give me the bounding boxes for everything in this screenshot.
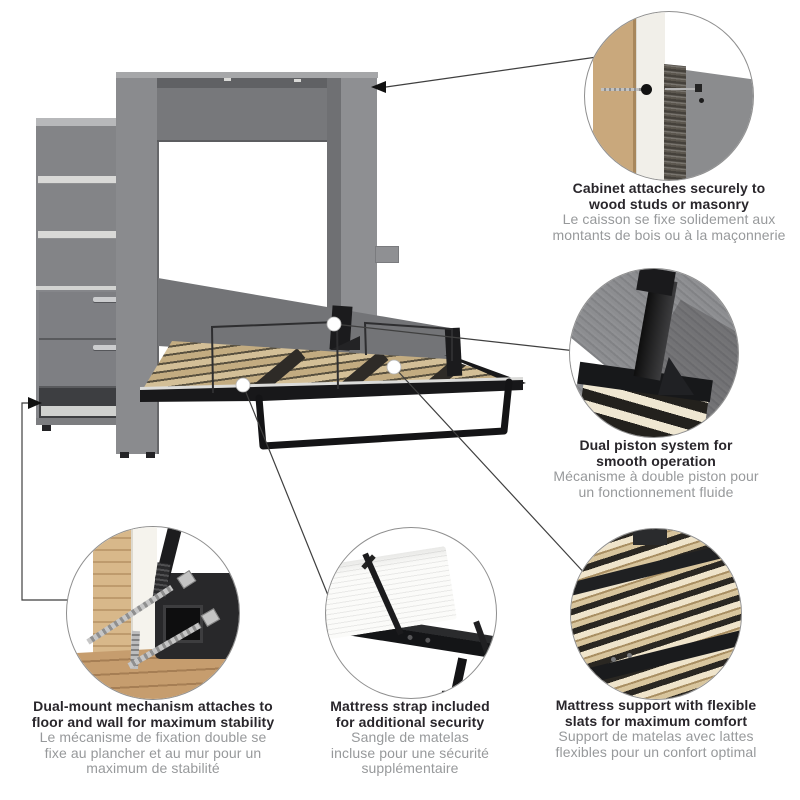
bed-leg-bar bbox=[255, 378, 513, 450]
caption-dual-mount: Dual-mount mechanism attaches to floor a… bbox=[12, 698, 294, 777]
callout-circle-slat-support bbox=[570, 528, 742, 700]
strap-bracket bbox=[375, 246, 399, 263]
callout-circle-dual-piston bbox=[569, 268, 739, 438]
shelf bbox=[38, 231, 130, 239]
connector-line-strap bbox=[242, 384, 341, 626]
wood-stud-illustration bbox=[593, 12, 636, 180]
caption-line: wood studs or masonry bbox=[588, 195, 749, 212]
frame-hole-illustration bbox=[424, 637, 431, 644]
screw-hole-illustration bbox=[611, 657, 616, 662]
caption-line: Dual piston system for bbox=[579, 437, 733, 453]
caption-mattress-strap: Mattress strap included for additional s… bbox=[300, 698, 520, 777]
caption-line: Support de matelas avec lattes bbox=[558, 728, 754, 744]
drawer-handle bbox=[93, 297, 125, 302]
furniture-foot bbox=[146, 452, 155, 458]
shelving-unit-top bbox=[36, 118, 142, 126]
callout-circle-cabinet-attachment bbox=[584, 11, 754, 181]
cabinet-top-edge bbox=[116, 72, 378, 78]
caption-slat-support: Mattress support with flexible slats for… bbox=[528, 697, 784, 760]
caption-line: for additional security bbox=[335, 713, 485, 730]
shelving-unit-face bbox=[36, 126, 122, 288]
arrowhead-left bbox=[371, 81, 386, 93]
cabinet-back-panel bbox=[157, 88, 327, 142]
screw-hole-illustration bbox=[627, 653, 632, 658]
cubby-shelf bbox=[41, 406, 131, 416]
frame-hole-illustration bbox=[407, 634, 413, 641]
drawer-cabinet-top bbox=[36, 286, 136, 290]
shelving-unit-base bbox=[36, 418, 136, 425]
shelf bbox=[38, 176, 130, 184]
lag-screw-illustration bbox=[665, 88, 697, 90]
caption-line: Sangle de matelas bbox=[351, 729, 469, 745]
connector-line-piston bbox=[333, 323, 577, 352]
caption-line: Le mécanisme de fixation double se bbox=[39, 729, 267, 745]
caption-line: flexibles pour un confort optimal bbox=[555, 743, 757, 760]
caption-line: supplémentaire bbox=[361, 760, 459, 776]
caption-line: smooth operation bbox=[596, 452, 716, 469]
caption-line: slats for maximum comfort bbox=[564, 712, 748, 729]
wood-stud-illustration bbox=[93, 527, 131, 671]
screw-hole-illustration bbox=[699, 98, 704, 103]
arrowhead-right bbox=[28, 397, 42, 409]
connector-line-dual-mount bbox=[21, 402, 90, 601]
callout-circle-mattress-strap bbox=[325, 527, 497, 699]
caption-line: Cabinet attaches securely to bbox=[572, 180, 766, 196]
caption-line: montants de bois ou à la maçonnerie bbox=[552, 226, 786, 243]
caption-line: fixe au plancher et au mur pour un bbox=[44, 744, 262, 761]
caption-line: floor and wall for maximum stability bbox=[31, 713, 275, 730]
connector-line-slats bbox=[393, 366, 601, 591]
guard-rail-wire bbox=[363, 321, 453, 361]
caption-line: Le caisson se fixe solidement aux bbox=[562, 211, 776, 227]
caption-line: Mattress support with flexible bbox=[555, 697, 757, 713]
lag-screw-illustration bbox=[601, 88, 643, 91]
furniture-foot bbox=[42, 425, 51, 431]
frame-post-illustration bbox=[633, 529, 667, 545]
caption-line: Mécanisme à double piston pour bbox=[553, 468, 759, 484]
screw-head-illustration bbox=[641, 84, 652, 95]
marker-dot-slats bbox=[386, 359, 402, 375]
wall-illustration bbox=[636, 12, 665, 180]
caption-line: maximum de stabilité bbox=[86, 760, 220, 776]
mattress-illustration bbox=[326, 545, 457, 641]
guard-rail-wire bbox=[210, 320, 339, 394]
caption-cabinet-attachment: Cabinet attaches securely to wood studs … bbox=[540, 180, 798, 243]
furniture-foot bbox=[120, 452, 129, 458]
caption-line: Dual-mount mechanism attaches to bbox=[33, 698, 273, 714]
caption-line: incluse pour une sécurité bbox=[330, 744, 490, 761]
drawer-handle bbox=[93, 345, 125, 350]
hinge-mark bbox=[224, 78, 231, 81]
hinge-mark bbox=[294, 79, 301, 82]
cabinet-panel-edge-illustration bbox=[664, 64, 686, 180]
caption-dual-piston: Dual piston system for smooth operation … bbox=[528, 437, 784, 500]
cabinet-top-underside bbox=[157, 78, 377, 90]
screw-head-illustration bbox=[695, 84, 702, 92]
marker-dot-piston bbox=[326, 316, 342, 332]
callout-circle-dual-mount bbox=[66, 526, 240, 700]
connector-line-cabinet bbox=[385, 56, 598, 88]
caption-line: Mattress strap included bbox=[330, 698, 490, 714]
marker-dot-strap bbox=[235, 377, 251, 393]
caption-line: un fonctionnement fluide bbox=[578, 483, 734, 500]
